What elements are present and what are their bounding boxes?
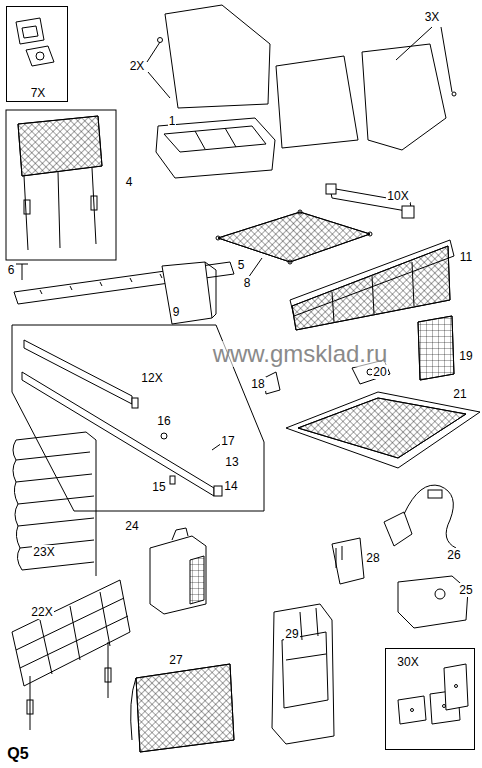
callout-number: 6 (7, 263, 16, 277)
callout-number: 4 (125, 175, 134, 189)
callout-number: 28 (365, 551, 380, 565)
callout-number: 13 (224, 455, 239, 469)
callout-number: 22X (30, 605, 53, 619)
callout-number: 17 (220, 434, 235, 448)
callout-number: 18 (250, 377, 265, 391)
inset-box: 30X (385, 648, 475, 750)
callout-number: 7X (30, 86, 47, 100)
callout-number: 1 (168, 114, 177, 128)
watermark: www.gmsklad.ru (212, 341, 389, 367)
callout-number: 25 (458, 583, 473, 597)
callout-number: 15 (151, 480, 166, 494)
callout-number: 29 (284, 627, 299, 641)
inset-box: 7X (6, 6, 68, 102)
callout-number: 12X (140, 371, 163, 385)
callout-number: 9 (172, 305, 181, 319)
callout-number: 5 (237, 258, 246, 272)
callout-number: 26 (446, 548, 461, 562)
callout-number: 24 (124, 519, 139, 533)
callout-number: 16 (156, 414, 171, 428)
callout-number: 30X (396, 655, 419, 669)
callout-number: 14 (223, 479, 238, 493)
callout-number: 3X (424, 10, 441, 24)
callout-number: 27 (168, 653, 183, 667)
callout-number: 8 (243, 276, 252, 290)
callout-number: 21 (452, 387, 467, 401)
callout-number: 19 (458, 349, 473, 363)
page-code: Q5 (6, 745, 29, 763)
callout-number: 2X (129, 59, 146, 73)
callout-number: 10X (386, 189, 409, 203)
callout-number: 23X (32, 545, 55, 559)
callout-number: 11 (459, 250, 473, 264)
callout-number: 20 (372, 365, 387, 379)
